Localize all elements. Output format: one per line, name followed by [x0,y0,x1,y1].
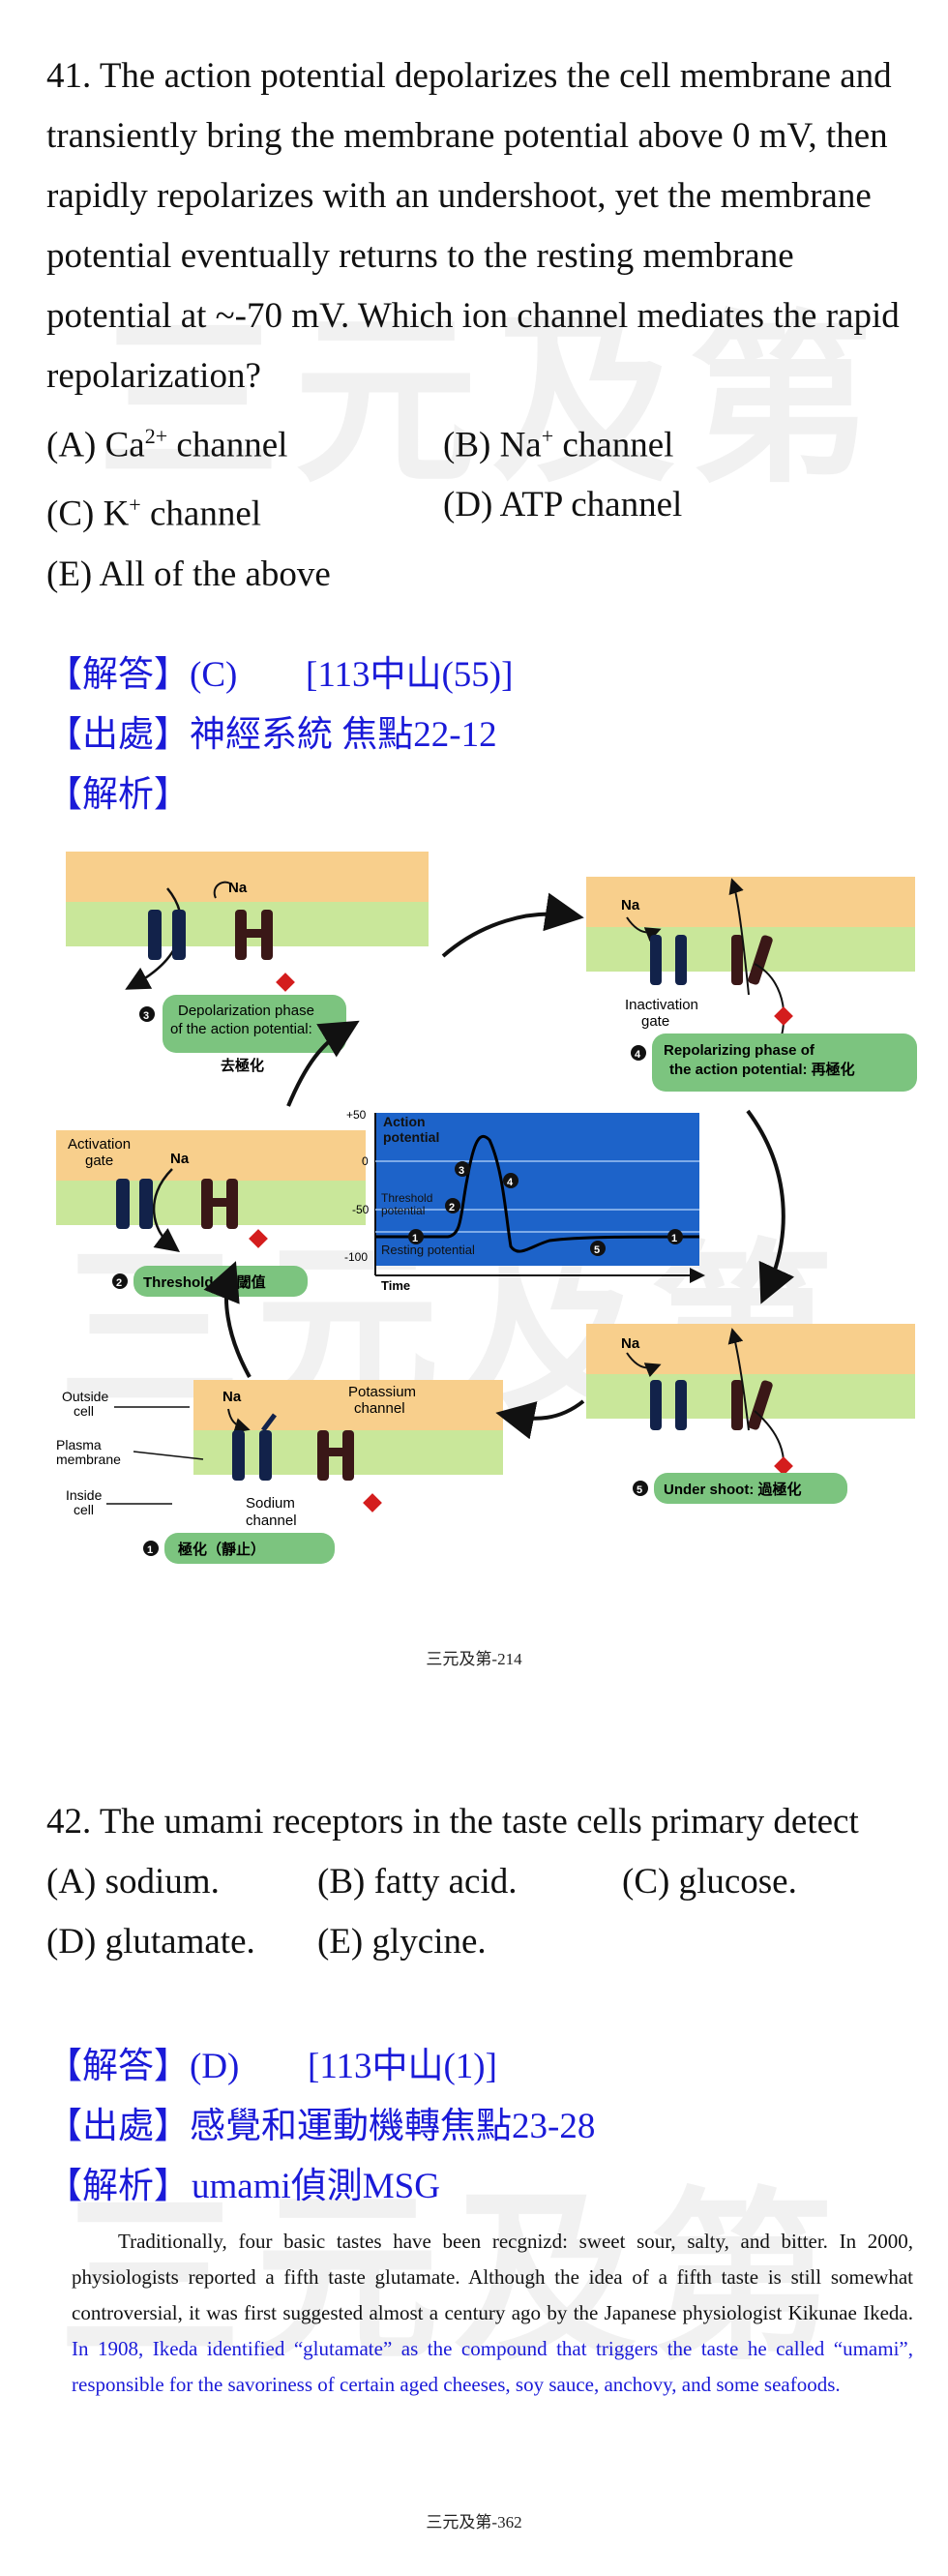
svg-text:of the action potential:: of the action potential: [170,1021,312,1037]
answer-41: 【解答】(C)[113中山(55)] [46,655,514,695]
svg-text:3: 3 [459,1165,464,1177]
page-footer: 三元及第-214 [426,1650,522,1668]
svg-text:Na: Na [621,897,640,914]
svg-text:Repolarizing phase of: Repolarizing phase of [664,1042,815,1059]
cycle-arrow [495,1399,585,1440]
svg-text:Depolarization phase: Depolarization phase [178,1003,314,1019]
svg-text:gate: gate [85,1153,113,1169]
svg-text:Threshold: 達閾值: Threshold: 達閾值 [143,1273,266,1291]
option-e: (E) glycine. [317,1922,487,1962]
svg-text:Under shoot: 過極化: Under shoot: 過極化 [664,1481,802,1498]
svg-text:Outside: Outside [62,1389,108,1404]
question-42-text: 42. The umami receptors in the taste cel… [46,1802,859,1842]
svg-text:2: 2 [449,1202,455,1213]
svg-text:2: 2 [116,1277,122,1289]
svg-text:Activation: Activation [68,1136,131,1153]
option-d: (D) ATP channel [443,485,683,525]
cycle-arrow [746,1109,795,1304]
cycle-arrow [441,892,584,958]
svg-text:Threshold: Threshold [381,1191,432,1205]
svg-text:channel: channel [354,1400,405,1417]
action-potential-figure: Na 3 Depolarization phase of the action … [56,850,927,1585]
option-a: (A) sodium. [46,1862,220,1902]
excerpt-highlight: In 1908, Ikeda identified “glutamate” as… [72,2337,913,2396]
action-potential-graph: +50 0 -50 -100 Action potential Threshol… [344,1108,705,1293]
svg-text:membrane: membrane [56,1452,121,1467]
option-e: (E) All of the above [46,554,331,594]
svg-text:-50: -50 [352,1203,370,1216]
svg-text:cell: cell [74,1403,94,1419]
svg-text:potential: potential [383,1129,439,1145]
option-b: (B) Na+ channel [443,424,674,465]
svg-text:-100: -100 [344,1250,368,1264]
svg-text:4: 4 [507,1177,514,1188]
svg-text:極化（靜止）: 極化（靜止） [177,1541,265,1558]
answer-42: 【解答】(D)[113中山(1)] [46,2047,497,2086]
svg-text:Sodium: Sodium [246,1495,295,1512]
svg-text:3: 3 [143,1010,149,1022]
question-41: 41. The action potential depolarizes the… [46,46,907,605]
panel-repolarizing: Na Inactivation gate 4 Repolarizing phas… [586,877,917,1092]
svg-text:0: 0 [362,1154,369,1168]
page-footer: 三元及第-362 [426,2513,522,2531]
svg-text:去極化: 去極化 [221,1057,264,1074]
svg-text:5: 5 [637,1484,642,1496]
svg-text:4: 4 [635,1049,641,1061]
option-b: (B) fatty acid. [317,1862,518,1902]
svg-text:potential: potential [381,1204,425,1217]
svg-text:Action: Action [383,1114,426,1129]
analysis-41: 【解析】 [46,775,190,815]
svg-text:Resting potential: Resting potential [381,1243,475,1257]
svg-text:channel: channel [246,1513,297,1529]
source-42: 【出處】感覺和運動機轉焦點23-28 [46,2107,596,2146]
excerpt-text: Traditionally, four basic tastes have be… [72,2230,913,2324]
svg-text:gate: gate [641,1013,669,1030]
svg-text:Inactivation: Inactivation [625,997,698,1013]
panel-threshold: Activation gate Na 2 Threshold: 達閾值 [56,1130,366,1297]
cycle-arrow [286,1020,360,1107]
question-41-text: 41. The action potential depolarizes the… [46,56,900,396]
cycle-arrow [203,1261,252,1378]
svg-text:Potassium: Potassium [348,1384,416,1400]
question-42: 42. The umami receptors in the taste cel… [46,1792,907,1972]
svg-text:Time: Time [381,1278,410,1293]
svg-text:Inside: Inside [66,1487,103,1503]
panel-depolarization: Na 3 Depolarization phase of the action … [66,852,429,1074]
svg-text:the action potential: 再極化: the action potential: 再極化 [669,1061,855,1078]
svg-text:1: 1 [412,1233,418,1244]
option-c: (C) K+ channel [46,493,262,534]
action-potential-cycle-diagram: Na 3 Depolarization phase of the action … [56,852,917,1564]
option-a: (A) Ca2+ channel [46,424,288,465]
svg-text:+50: +50 [346,1108,367,1122]
panel-undershoot: Na 5 Under shoot: 過極化 [586,1324,915,1504]
panel-resting: Outside cell Plasma membrane Inside cell… [56,1380,503,1564]
svg-text:Na: Na [222,1389,242,1405]
excerpt-paragraph: Traditionally, four basic tastes have be… [72,2224,913,2403]
svg-text:cell: cell [74,1502,94,1517]
svg-text:Na: Na [170,1151,190,1167]
svg-text:Na: Na [621,1335,640,1352]
option-c: (C) glucose. [622,1862,797,1902]
analysis-42: 【解析】umami偵測MSG [46,2167,440,2206]
svg-text:1: 1 [671,1233,677,1244]
svg-text:5: 5 [594,1244,600,1256]
option-d: (D) glutamate. [46,1922,255,1962]
svg-text:Plasma: Plasma [56,1437,102,1453]
svg-text:1: 1 [147,1544,153,1556]
source-41: 【出處】神經系統 焦點22-12 [46,715,497,755]
na-ion-label: Na [228,880,248,896]
